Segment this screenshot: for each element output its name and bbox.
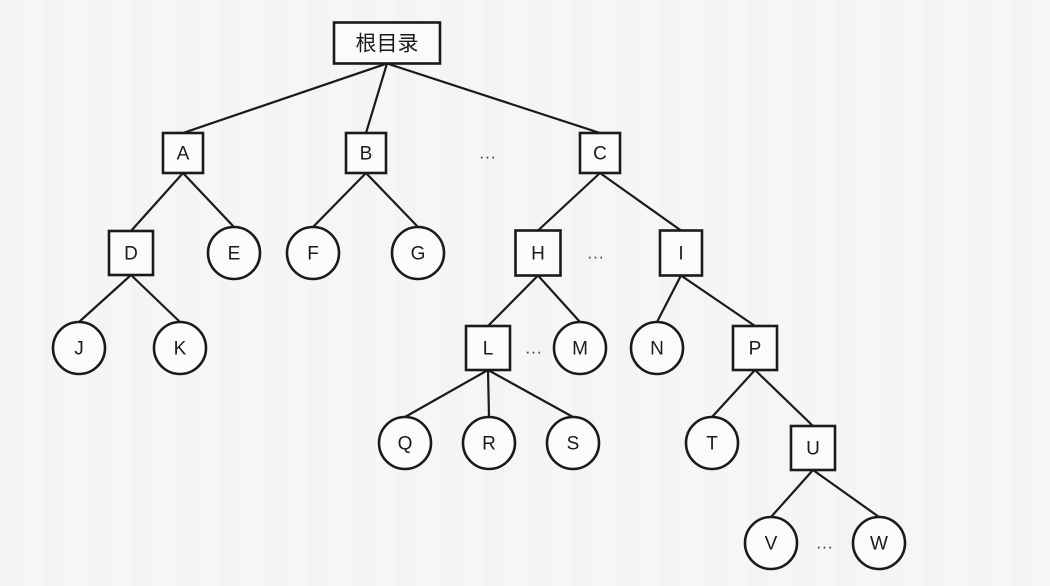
node-label-C: C	[593, 144, 607, 165]
tree-node-V[interactable]: V	[743, 515, 799, 571]
tree-edge-C-H	[536, 171, 602, 232]
tree-node-L[interactable]: L	[464, 324, 512, 372]
ellipsis-layer: ............	[479, 144, 833, 553]
node-circle-M[interactable]	[552, 320, 608, 376]
tree-edge-A-E	[181, 171, 236, 229]
tree-node-E[interactable]: E	[206, 225, 262, 281]
tree-node-M[interactable]: M	[552, 320, 608, 376]
tree-node-S[interactable]: S	[545, 415, 601, 471]
tree-node-C[interactable]: C	[578, 131, 622, 175]
tree-edge-A-D	[129, 171, 185, 233]
tree-edge-root-A	[181, 62, 389, 135]
node-label-P: P	[749, 339, 762, 360]
node-label-G: G	[411, 244, 426, 265]
node-rect-I[interactable]	[658, 229, 704, 277]
tree-node-root[interactable]: 根目录	[332, 21, 442, 65]
node-label-Q: Q	[398, 434, 413, 455]
node-rect-root[interactable]	[332, 21, 442, 65]
tree-edge-root-B	[364, 62, 389, 135]
node-label-H: H	[531, 244, 545, 265]
tree-edge-L-Q	[403, 368, 490, 419]
ellipsis-c-children: ...	[587, 244, 604, 263]
tree-edge-H-M	[536, 274, 582, 324]
node-label-L: L	[483, 339, 494, 360]
node-circle-G[interactable]	[390, 225, 446, 281]
node-rect-H[interactable]	[514, 229, 562, 277]
node-circle-K[interactable]	[152, 320, 208, 376]
tree-edge-I-N	[655, 274, 683, 324]
tree-edge-D-K	[129, 273, 182, 324]
tree-edge-U-W	[811, 468, 881, 519]
tree-node-A[interactable]: A	[161, 131, 205, 175]
edge-layer	[77, 62, 881, 519]
node-label-I: I	[678, 244, 683, 265]
tree-edge-H-L	[486, 274, 540, 328]
node-circle-Q[interactable]	[377, 415, 433, 471]
node-circle-N[interactable]	[629, 320, 685, 376]
node-label-U: U	[806, 439, 820, 460]
node-label-B: B	[360, 144, 373, 165]
ellipsis-u-children: ...	[816, 534, 833, 553]
node-label-W: W	[870, 534, 888, 555]
tree-node-T[interactable]: T	[684, 415, 740, 471]
tree-edge-L-S	[486, 368, 575, 419]
tree-node-G[interactable]: G	[390, 225, 446, 281]
node-label-R: R	[482, 434, 496, 455]
node-label-E: E	[228, 244, 241, 265]
tree-node-U[interactable]: U	[789, 424, 837, 472]
ellipsis-root-children: ...	[479, 144, 496, 163]
node-label-A: A	[177, 144, 190, 165]
node-label-M: M	[572, 339, 588, 360]
tree-edge-C-I	[598, 171, 683, 232]
node-circle-F[interactable]	[285, 225, 341, 281]
tree-node-B[interactable]: B	[344, 131, 388, 175]
tree-node-P[interactable]: P	[731, 324, 779, 372]
node-rect-U[interactable]	[789, 424, 837, 472]
node-rect-A[interactable]	[161, 131, 205, 175]
node-circle-S[interactable]	[545, 415, 601, 471]
tree-edge-B-F	[311, 171, 368, 229]
node-circle-V[interactable]	[743, 515, 799, 571]
tree-node-R[interactable]: R	[461, 415, 517, 471]
node-label-S: S	[567, 434, 580, 455]
node-rect-L[interactable]	[464, 324, 512, 372]
tree-node-D[interactable]: D	[107, 229, 155, 277]
tree-edge-D-J	[77, 273, 133, 324]
node-label-F: F	[307, 244, 319, 265]
tree-edge-L-R	[486, 368, 491, 419]
node-label-J: J	[74, 339, 84, 360]
tree-edge-P-T	[710, 368, 757, 419]
node-circle-T[interactable]	[684, 415, 740, 471]
tree-edge-U-V	[769, 468, 815, 519]
tree-edge-root-C	[385, 62, 602, 135]
tree-node-I[interactable]: I	[658, 229, 704, 277]
ellipsis-h-children: ...	[525, 339, 542, 358]
tree-node-W[interactable]: W	[851, 515, 907, 571]
tree-node-K[interactable]: K	[152, 320, 208, 376]
tree-edge-B-G	[364, 171, 420, 229]
tree-node-F[interactable]: F	[285, 225, 341, 281]
node-rect-B[interactable]	[344, 131, 388, 175]
tree-node-H[interactable]: H	[514, 229, 562, 277]
node-label-T: T	[706, 434, 718, 455]
node-rect-P[interactable]	[731, 324, 779, 372]
node-circle-J[interactable]	[51, 320, 107, 376]
tree-edge-I-P	[679, 274, 757, 328]
node-rect-D[interactable]	[107, 229, 155, 277]
node-label-K: K	[174, 339, 187, 360]
tree-edge-P-U	[753, 368, 815, 428]
node-circle-E[interactable]	[206, 225, 262, 281]
node-circle-R[interactable]	[461, 415, 517, 471]
node-circle-W[interactable]	[851, 515, 907, 571]
node-label-D: D	[124, 244, 138, 265]
node-label-root: 根目录	[356, 33, 419, 56]
node-label-N: N	[650, 339, 664, 360]
tree-node-Q[interactable]: Q	[377, 415, 433, 471]
tree-node-N[interactable]: N	[629, 320, 685, 376]
tree-node-J[interactable]: J	[51, 320, 107, 376]
node-label-V: V	[765, 534, 778, 555]
node-layer: 根目录 A B C D E F G H I J K L M N P Q R S T U V W	[51, 21, 907, 571]
node-rect-C[interactable]	[578, 131, 622, 175]
